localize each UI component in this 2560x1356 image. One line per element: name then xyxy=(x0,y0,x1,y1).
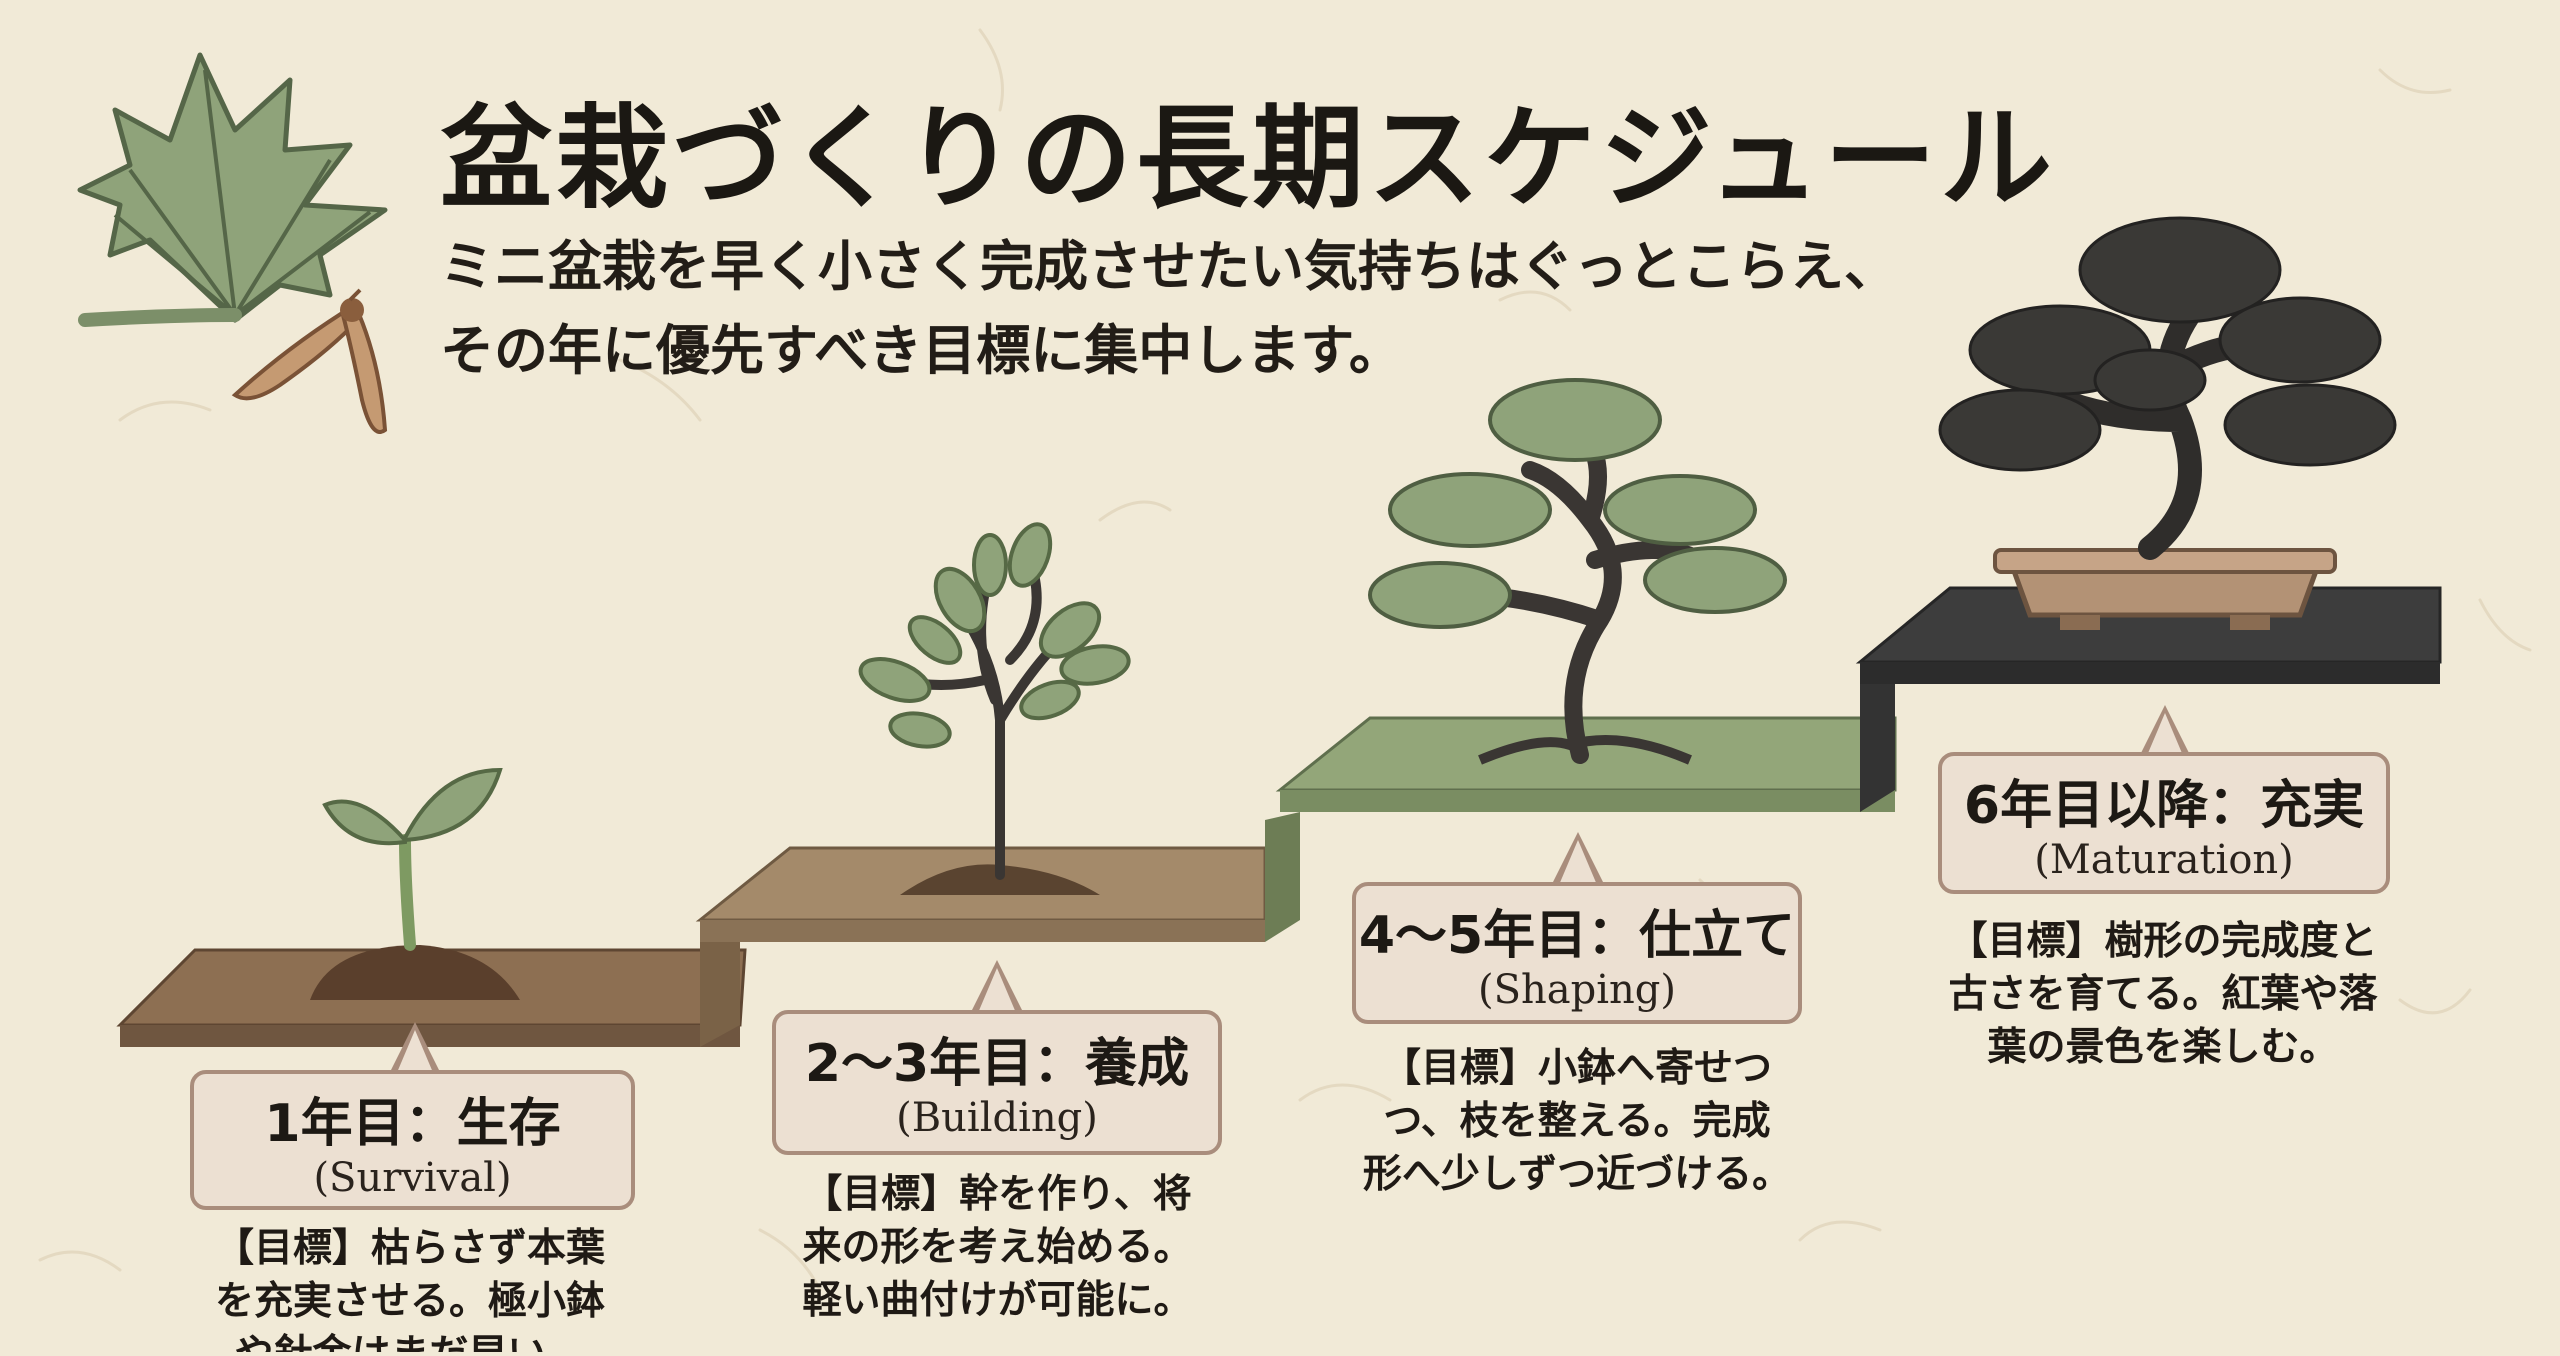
stage-3-desc-line: 形へ少しずつ近づける。 xyxy=(1362,1152,1792,1197)
stage-4-description: 【目標】樹形の完成度と 古さを育てる。紅葉や落 葉の景色を楽しむ。 xyxy=(1928,915,2398,1074)
stage-2-desc-line: 軽い曲付けが可能に。 xyxy=(802,1278,1193,1323)
stage-2-desc-line: 来の形を考え始める。 xyxy=(802,1225,1193,1270)
stage-2-label: 2～3年目：養成 (Building) xyxy=(772,1010,1222,1155)
stage-1-desc-line: や針金はまだ早い。 xyxy=(205,1328,615,1352)
stage-3-desc-line: 【目標】小鉢へ寄せつ xyxy=(1381,1046,1772,1091)
stair-step-4 xyxy=(1855,586,2442,812)
stage-1-english: (Survival) xyxy=(313,1155,512,1201)
stage-1-title: 1年目：生存 xyxy=(264,1094,561,1154)
stage-2-english: (Building) xyxy=(896,1095,1098,1141)
stage-2-title: 2～3年目：養成 xyxy=(804,1034,1190,1094)
seedling-icon xyxy=(310,767,520,1000)
page-title: 盆栽づくりの長期スケジュール xyxy=(440,94,2057,224)
stage-1-label: 1年目：生存 (Survival) xyxy=(190,1070,635,1210)
stage-4-desc-line: 古さを育てる。紅葉や落 xyxy=(1948,972,2378,1017)
stage-1-desc-line: を充実させる。極小鉢 xyxy=(214,1279,605,1324)
stage-2-description: 【目標】幹を作り、将 来の形を考え始める。 軽い曲付けが可能に。 xyxy=(785,1168,1210,1327)
young-bonsai-icon xyxy=(1368,378,1787,765)
stage-4-english: (Maturation) xyxy=(2034,837,2294,883)
mature-bonsai-icon xyxy=(1938,216,2397,630)
stage-4-desc-line: 【目標】樹形の完成度と xyxy=(1948,919,2378,964)
stage-2-desc-line: 【目標】幹を作り、将 xyxy=(803,1172,1192,1217)
stage-1-desc-line: 【目標】枯らさず本葉 xyxy=(214,1226,605,1271)
maple-seed-icon xyxy=(231,288,388,434)
stage-3-english: (Shaping) xyxy=(1478,967,1676,1013)
stage-1-description: 【目標】枯らさず本葉 を充実させる。極小鉢 や針金はまだ早い。 xyxy=(205,1222,615,1352)
stage-3-label: 4～5年目：仕立て (Shaping) xyxy=(1352,882,1802,1024)
stage-3-description: 【目標】小鉢へ寄せつ つ、枝を整える。完成 形へ少しずつ近づける。 xyxy=(1352,1042,1802,1201)
stage-4-desc-line: 葉の景色を楽しむ。 xyxy=(1987,1025,2339,1070)
stair-step-2 xyxy=(695,846,1267,1047)
page-subtitle: ミニ盆栽を早く小さく完成させたい気持ちはぐっとこらえ、 その年に優先すべき目標に… xyxy=(440,225,1898,393)
stage-3-desc-line: つ、枝を整える。完成 xyxy=(1383,1099,1771,1144)
maple-leaf-icon xyxy=(77,52,388,327)
stage-4-label: 6年目以降：充実 (Maturation) xyxy=(1938,752,2390,894)
subtitle-line-2: その年に優先すべき目標に集中します。 xyxy=(440,319,1403,382)
sapling-icon xyxy=(858,522,1131,895)
subtitle-line-1: ミニ盆栽を早く小さく完成させたい気持ちはぐっとこらえ、 xyxy=(440,235,1898,298)
stage-3-title: 4～5年目：仕立て xyxy=(1358,906,1796,966)
stage-4-title: 6年目以降：充実 xyxy=(1963,776,2365,836)
